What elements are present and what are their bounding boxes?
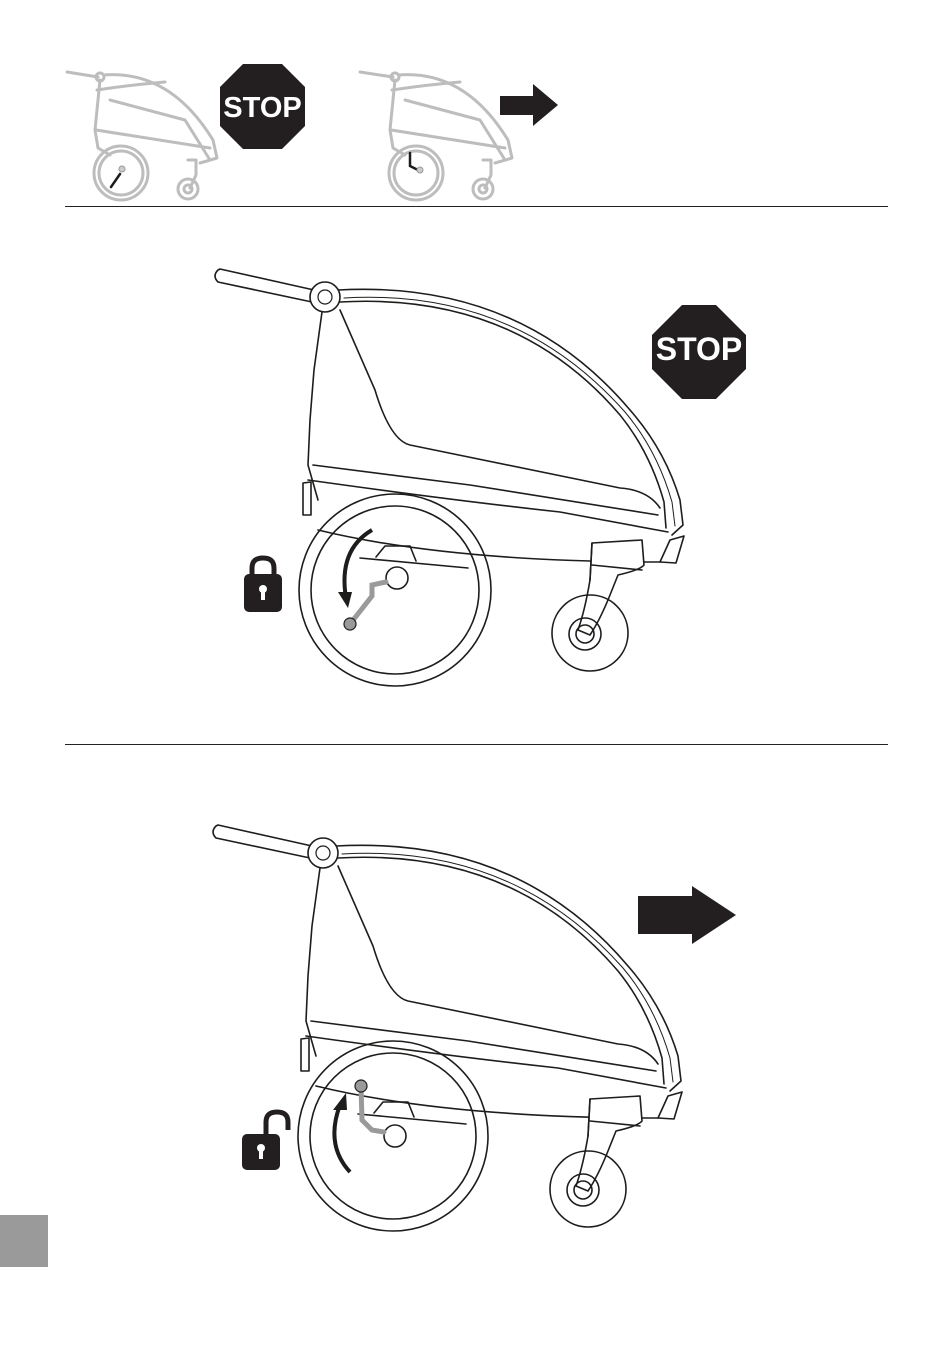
arrow-right-icon: [638, 886, 736, 944]
handle-hinge: [310, 282, 340, 312]
thumbnail-stroller-locked: [67, 72, 217, 200]
page-tab-marker: [0, 1215, 48, 1267]
brake-lever-locked: [344, 582, 386, 630]
stroller-body-released: [213, 825, 682, 1231]
thumbnail-stop-sign: STOP: [220, 64, 305, 149]
thumbnail-stop-label: STOP: [223, 92, 301, 124]
rotation-arrow-up-icon: [333, 1093, 350, 1172]
thumbnail-arrow-right-icon: [500, 84, 558, 126]
padlock-locked-icon: [244, 558, 282, 612]
handle-hinge: [308, 838, 338, 868]
thumbnail-brake-lever-up: [410, 153, 423, 173]
rotation-arrow-down-icon: [338, 530, 372, 608]
stroller-body-locked: [215, 269, 684, 686]
padlock-unlocked-icon: [242, 1112, 288, 1170]
thumbnail-brake-lever-down: [111, 166, 125, 187]
thumbnail-stroller-released: [360, 72, 512, 200]
stop-sign-icon: STOP: [652, 305, 746, 399]
figure-brake-locked: STOP: [0, 240, 950, 710]
stop-sign-label: STOP: [656, 331, 743, 367]
figure-brake-released: [0, 800, 950, 1240]
section-divider-top: [65, 206, 888, 207]
section-divider-bottom: [65, 744, 888, 745]
thumbnail-strip: STOP: [0, 0, 950, 230]
